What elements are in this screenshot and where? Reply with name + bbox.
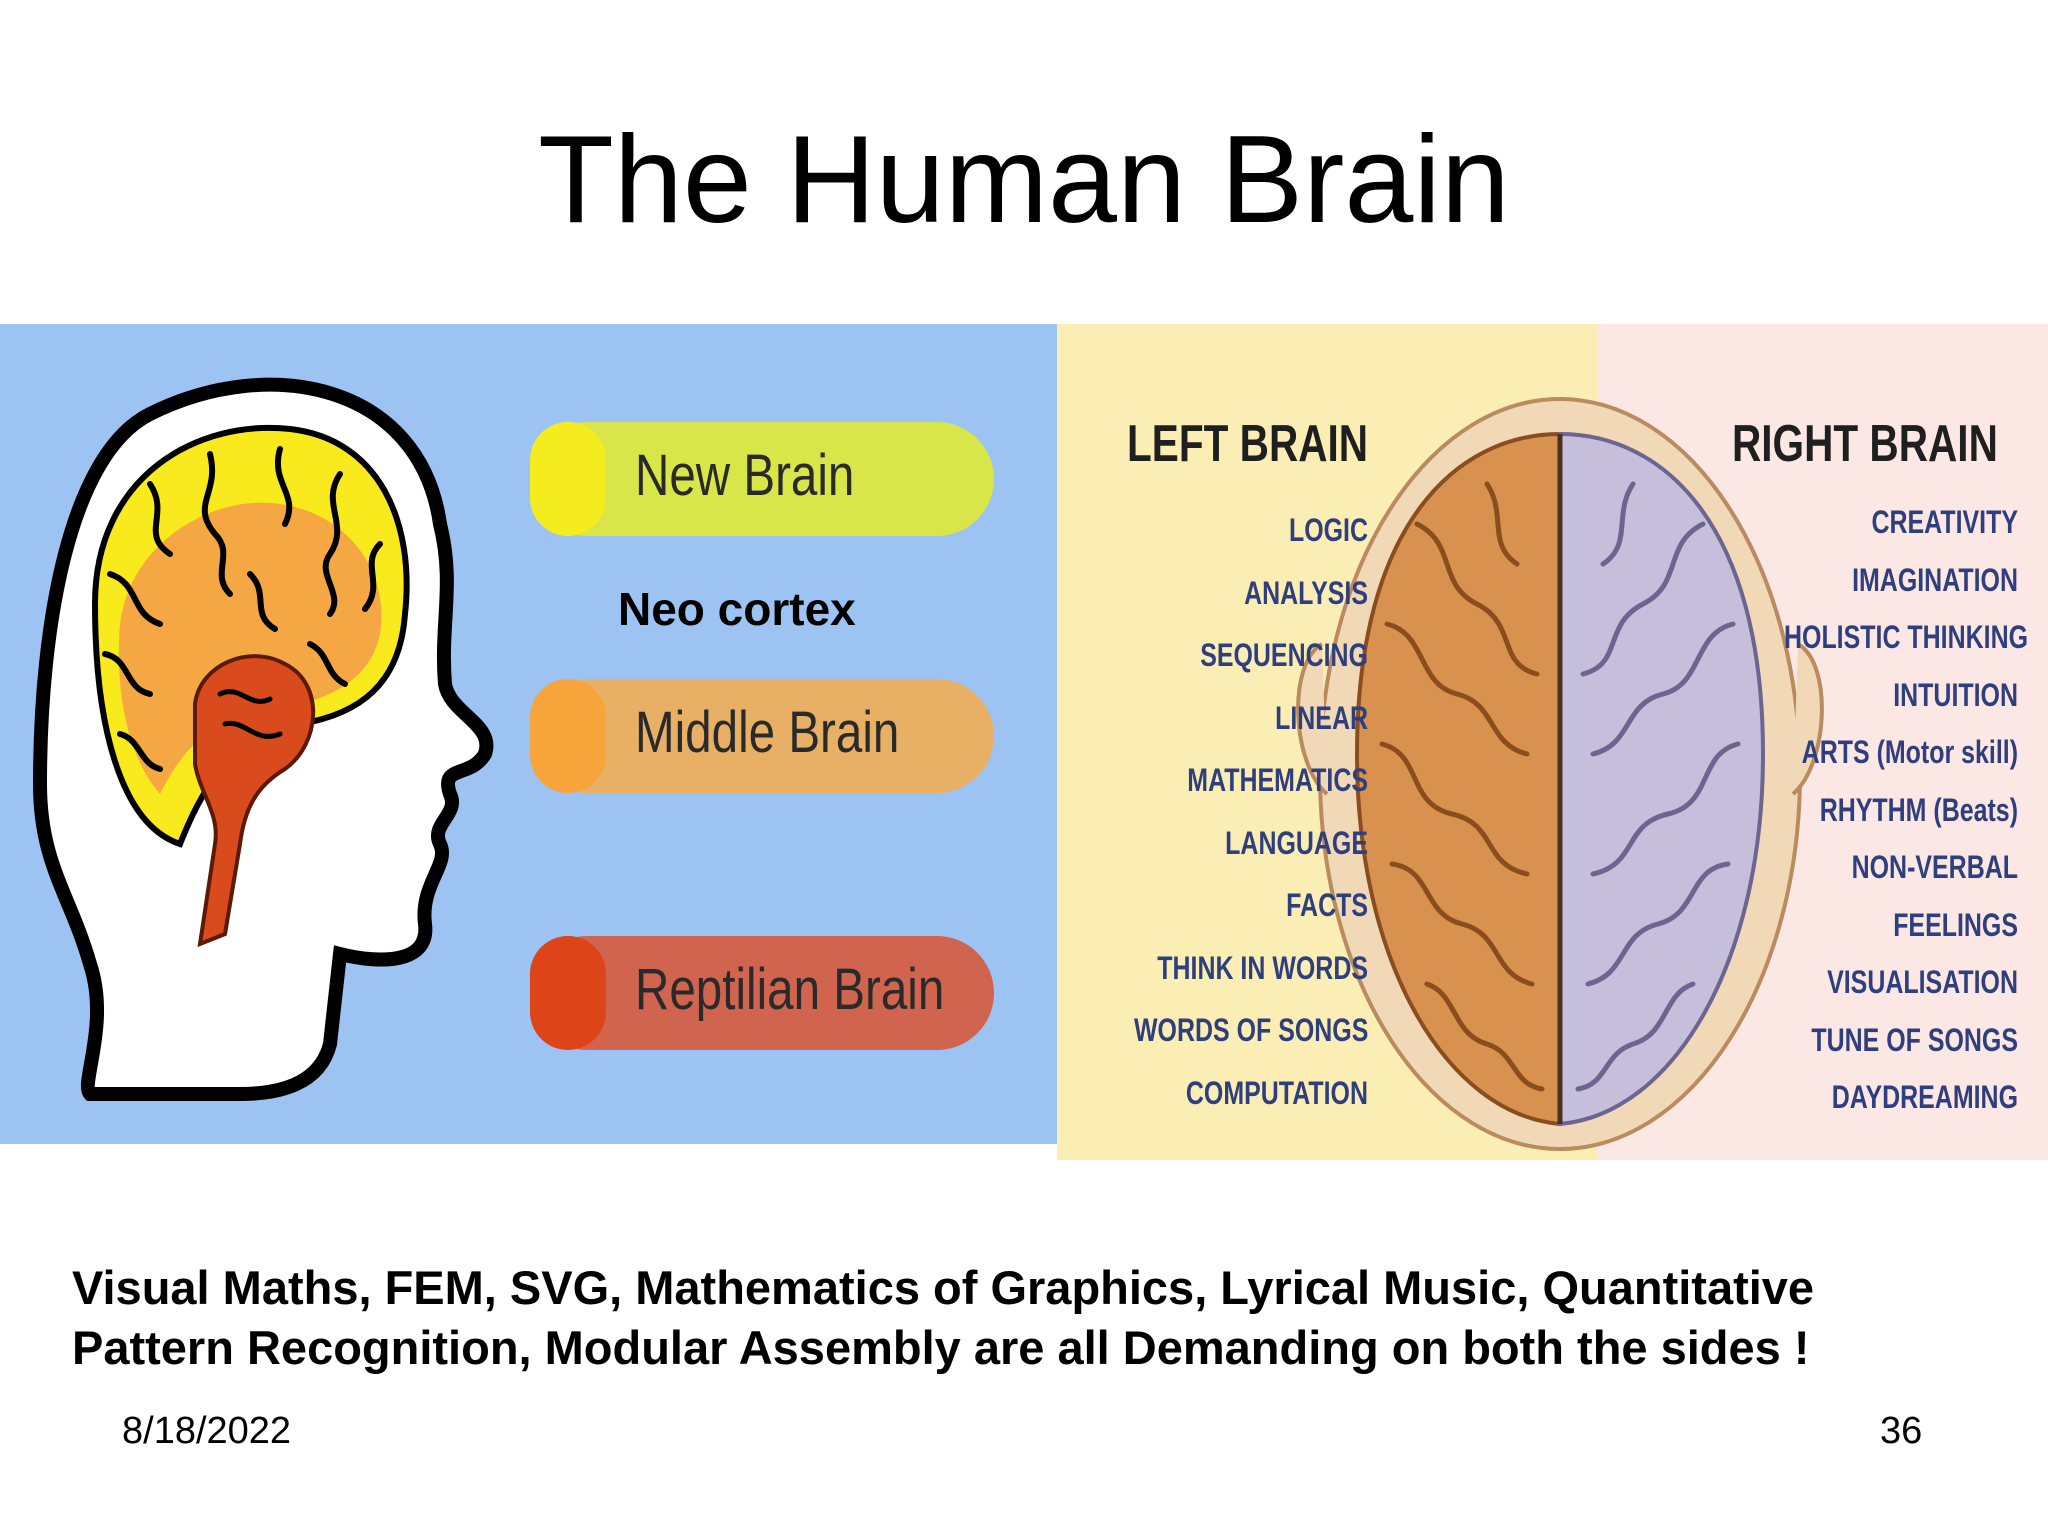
brain-top-view-icon bbox=[1296, 397, 1824, 1151]
slide-title: The Human Brain bbox=[538, 111, 1510, 249]
pill-new-brain: New Brain bbox=[530, 422, 994, 536]
new-brain-dot-icon bbox=[530, 422, 606, 536]
neo-cortex-label: Neo cortex bbox=[618, 583, 856, 635]
right-trait-visualisation: VISUALISATION bbox=[1827, 964, 2018, 1000]
pill-middle-brain: Middle Brain bbox=[530, 679, 994, 793]
slide-page-number: 36 bbox=[1880, 1410, 1923, 1452]
left-trait-sequencing: SEQUENCING bbox=[1200, 637, 1368, 673]
left-trait-analysis: ANALYSIS bbox=[1244, 574, 1368, 611]
left-trait-words-of-songs: WORDS OF SONGS bbox=[1134, 1012, 1369, 1048]
hemisphere-panel: LEFT BRAIN RIGHT BRAIN LOGIC ANALYSIS SE… bbox=[1057, 324, 2048, 1160]
left-trait-think-in-words: THINK IN WORDS bbox=[1157, 949, 1368, 986]
right-trait-holistic-thinking: HOLISTIC THINKING bbox=[1784, 619, 2029, 655]
right-trait-daydreaming: DAYDREAMING bbox=[1831, 1079, 2018, 1115]
slide-caption: Visual Maths, FEM, SVG, Mathematics of G… bbox=[72, 1258, 1992, 1378]
left-brain-traits: LOGIC ANALYSIS SEQUENCING LINEAR MATHEMA… bbox=[1068, 499, 1368, 1124]
right-trait-arts: ARTS (Motor skill) bbox=[1801, 734, 2018, 770]
right-trait-creativity: CREATIVITY bbox=[1871, 504, 2018, 540]
pill-label-new-brain: New Brain bbox=[635, 443, 855, 508]
head-silhouette-icon bbox=[32, 377, 494, 1101]
right-trait-non-verbal: NON-VERBAL bbox=[1851, 849, 2018, 885]
right-trait-feelings: FEELINGS bbox=[1893, 906, 2018, 943]
reptilian-brain-dot-icon bbox=[530, 936, 606, 1050]
left-trait-computation: COMPUTATION bbox=[1185, 1074, 1368, 1111]
left-brain-heading: LEFT BRAIN bbox=[1127, 415, 1369, 473]
left-trait-language: LANGUAGE bbox=[1225, 824, 1368, 861]
right-brain-heading: RIGHT BRAIN bbox=[1732, 415, 1998, 473]
left-trait-mathematics: MATHEMATICS bbox=[1187, 762, 1368, 798]
pill-reptilian-brain: Reptilian Brain bbox=[530, 936, 994, 1050]
triune-brain-panel: New Brain Neo cortex Middle Brain Reptil… bbox=[0, 324, 1057, 1144]
right-trait-intuition: INTUITION bbox=[1893, 676, 2018, 713]
caption-line-1: Visual Maths, FEM, SVG, Mathematics of G… bbox=[72, 1261, 1815, 1314]
pill-label-middle-brain: Middle Brain bbox=[635, 700, 900, 765]
slide-date: 8/18/2022 bbox=[122, 1410, 292, 1452]
left-trait-logic: LOGIC bbox=[1288, 512, 1368, 548]
right-brain-traits: CREATIVITY IMAGINATION HOLISTIC THINKING… bbox=[1718, 494, 2029, 1127]
right-trait-imagination: IMAGINATION bbox=[1852, 561, 2018, 598]
pill-label-reptilian-brain: Reptilian Brain bbox=[635, 957, 945, 1022]
left-trait-linear: LINEAR bbox=[1275, 699, 1368, 736]
right-trait-rhythm: RHYTHM (Beats) bbox=[1819, 791, 2018, 828]
left-trait-facts: FACTS bbox=[1286, 887, 1368, 923]
middle-brain-dot-icon bbox=[530, 679, 606, 793]
right-trait-tune-of-songs: TUNE OF SONGS bbox=[1811, 1021, 2018, 1058]
caption-line-2: Pattern Recognition, Modular Assembly ar… bbox=[72, 1321, 1810, 1374]
